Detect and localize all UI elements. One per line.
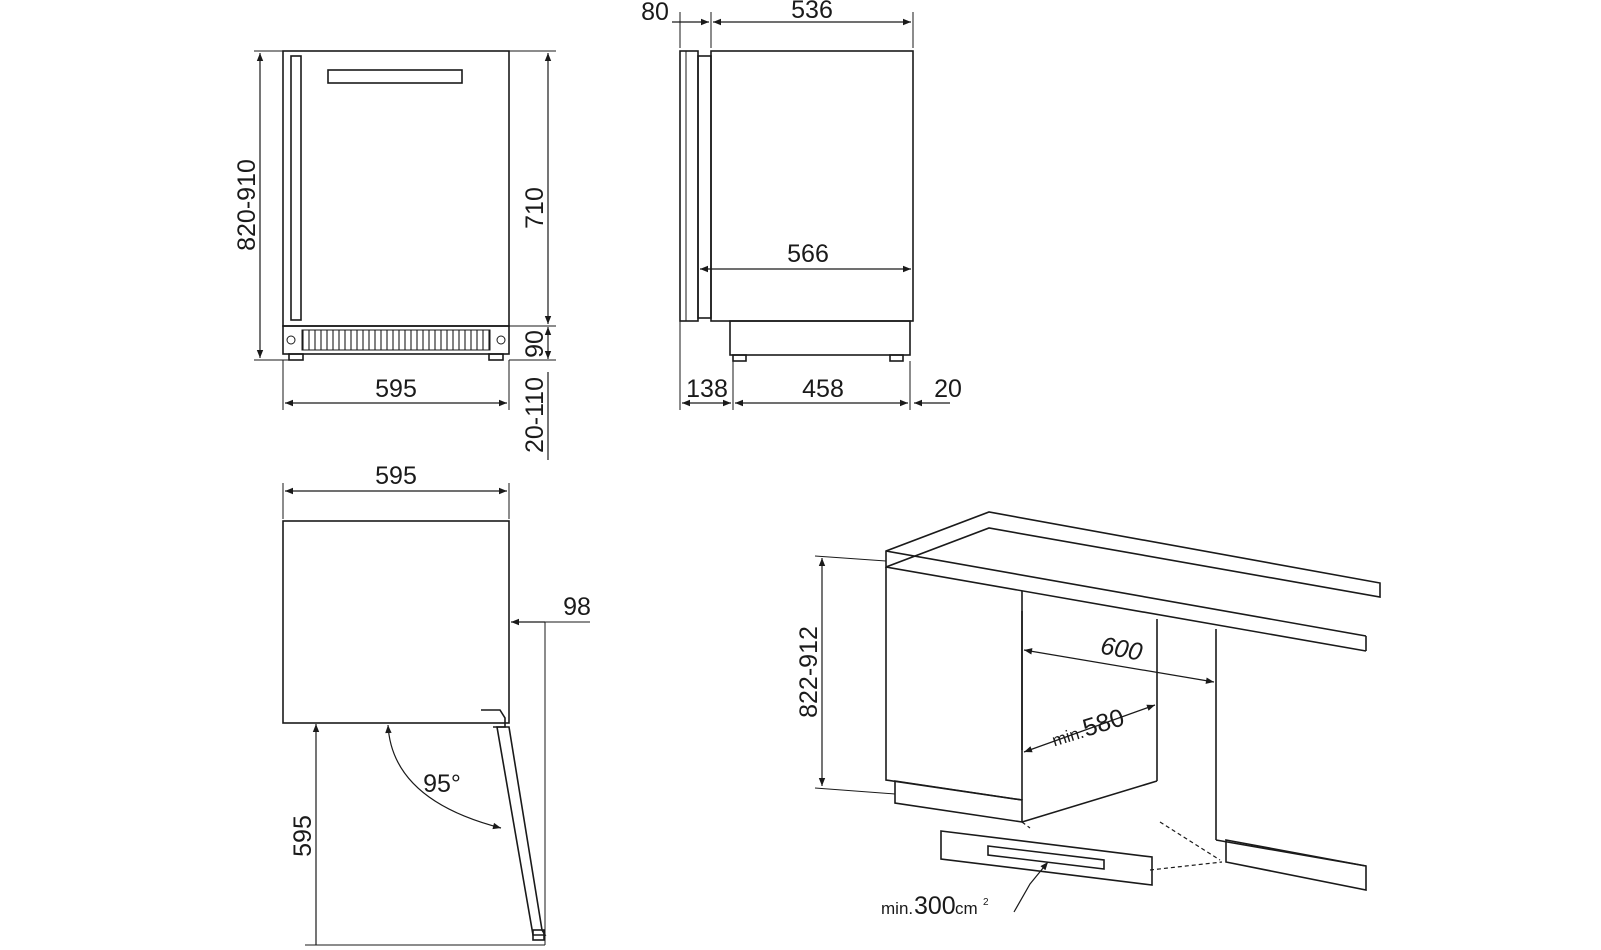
front-vent-grille [301, 329, 491, 351]
vent-superscript: 2 [983, 897, 989, 908]
side-door-gasket [697, 55, 712, 319]
left-cabinet-front [885, 567, 1023, 801]
front-view: 820-910 710 90 20-110 595 [233, 50, 556, 460]
top-clearance-label: 98 [563, 593, 591, 621]
niche-height-label: 822-912 [795, 626, 823, 718]
front-foot-height-label: 20-110 [521, 377, 549, 453]
side-foot-front [732, 354, 747, 362]
countertop-top [885, 511, 1381, 598]
side-top-depth-label: 536 [791, 0, 833, 24]
front-body-height-label: 710 [521, 187, 549, 229]
front-control-strip [327, 69, 463, 84]
vent-unit: cm [955, 899, 978, 918]
front-body-outline [282, 50, 510, 327]
front-door-handle [290, 55, 302, 321]
side-plinth-depth-label: 458 [802, 375, 844, 403]
side-door [679, 50, 699, 322]
right-cabinet-plinth [1225, 839, 1367, 891]
niche-ext-top [814, 555, 887, 562]
top-door-handle [532, 929, 545, 941]
vent-callout-leader [1013, 861, 1049, 913]
niche-floor-edge [1021, 780, 1158, 823]
niche-depth-prefix: min. [1050, 723, 1086, 751]
floor-dash-left [1021, 821, 1031, 829]
front-screw-left [286, 335, 296, 345]
top-angle-arc [385, 724, 502, 830]
front-foot-right [488, 353, 504, 361]
floor-dash-front [1149, 861, 1223, 871]
left-cabinet-plinth [894, 780, 1023, 823]
side-plinth [729, 320, 911, 356]
front-foot-left [288, 353, 304, 361]
countertop-front-edge [885, 566, 1367, 652]
front-screw-right [496, 335, 506, 345]
niche-width-label: 600 [1098, 632, 1144, 667]
top-hinge [481, 709, 506, 728]
side-handle-depth-label: 80 [641, 0, 669, 26]
side-front-offset-label: 138 [686, 375, 728, 403]
side-view: 80 536 566 138 458 20 [641, 0, 962, 410]
front-total-height-label: 820-910 [233, 159, 261, 251]
floor-dash-right [1159, 821, 1221, 861]
top-width-label: 595 [375, 462, 417, 490]
countertop-front-top [885, 550, 1367, 637]
top-view: 595 98 595 95° [282, 462, 591, 946]
niche-depth-value: 580 [1079, 704, 1127, 743]
side-door-depth-label: 566 [787, 240, 829, 268]
side-body-outline [710, 50, 914, 322]
niche-width-dimline [1023, 648, 1215, 684]
niche-depth-group: min. 580 [1050, 704, 1128, 751]
front-width-label: 595 [375, 375, 417, 403]
top-door-angle-label: 95° [423, 770, 461, 798]
vent-value: 300 [914, 892, 956, 920]
vent-frame [940, 830, 1153, 886]
niche-depth-dimline [1023, 704, 1156, 753]
side-foot-rear [889, 354, 904, 362]
front-plinth [282, 325, 510, 355]
front-plinth-height-label: 90 [521, 330, 549, 358]
vent-slot [987, 845, 1105, 870]
top-body-outline [282, 520, 510, 724]
top-open-door [496, 726, 547, 936]
installation-view: 822-912 600 min. 580 min. 300 cm 2 [795, 511, 1381, 920]
side-rear-gap-label: 20 [934, 375, 962, 403]
niche-ext-bottom [814, 787, 896, 795]
top-swing-depth-label: 595 [289, 815, 317, 857]
vent-prefix: min. [881, 899, 913, 918]
